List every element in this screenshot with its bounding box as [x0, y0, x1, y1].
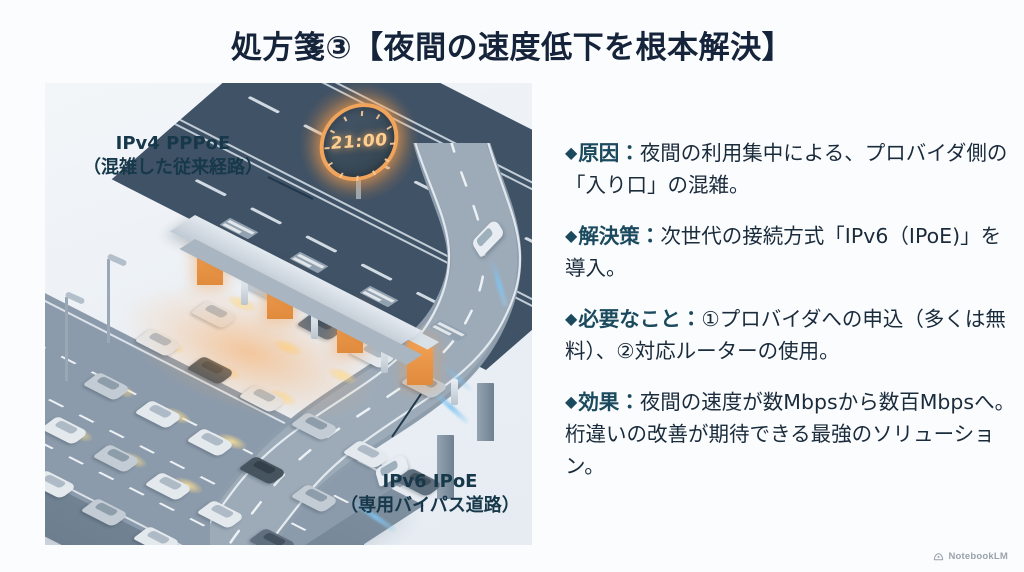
bullet-body: 夜間の利用集中による、プロバイダ側の「入り口」の混雑。 [565, 141, 1008, 197]
bullet-body: 夜間の速度が数Mbpsから数百Mbpsへ。桁違いの改善が期待できる最強のソリュー… [565, 389, 1016, 478]
bullet-separator: ： [619, 389, 640, 414]
bullet-list: ◆原因：夜間の利用集中による、プロバイダ側の「入り口」の混雑。 ◆解決策：次世代… [565, 138, 1017, 502]
diamond-bullet-icon: ◆ [565, 143, 578, 162]
bullet-item-cause: ◆原因：夜間の利用集中による、プロバイダ側の「入り口」の混雑。 [565, 138, 1017, 202]
clock-sign: 21:00 [298, 83, 420, 203]
label-ipv6-line1: IPv6 IPoE [382, 471, 478, 492]
bullet-label: 解決策 [578, 223, 640, 248]
bullet-body: 次世代の接続方式「IPv6（IPoE)」を導入。 [565, 223, 1002, 280]
notebooklm-label: NotebookLM [948, 551, 1008, 562]
notebooklm-icon [933, 551, 944, 562]
diamond-bullet-icon: ◆ [565, 225, 578, 245]
notebooklm-watermark: NotebookLM [933, 551, 1008, 562]
clock-post [356, 175, 361, 199]
street-lamp-pole [65, 297, 68, 381]
bullet-label: 原因 [578, 141, 620, 165]
bullet-separator: ： [680, 306, 702, 331]
bullet-separator: ： [639, 223, 661, 248]
illustration-panel: 21:00 [45, 83, 532, 545]
label-ipv4-line2: （混雑した従来経路） [83, 156, 263, 178]
bullet-item-effect: ◆効果：夜間の速度が数Mbpsから数百Mbpsへ。桁違いの改善が期待できる最強の… [565, 387, 1017, 483]
clock-time: 21:00 [329, 130, 389, 154]
lane-bollard [451, 379, 458, 405]
diamond-bullet-icon: ◆ [565, 391, 578, 411]
label-ipv6-line2: （専用バイパス道路） [340, 494, 520, 516]
bridge-pier [477, 383, 494, 441]
bullet-separator: ： [619, 141, 640, 165]
bullet-item-requirements: ◆必要なこと：①プロバイダへの申込（多くは無料）、②対応ルーターの使用。 [565, 304, 1017, 368]
bullet-item-solution: ◆解決策：次世代の接続方式「IPv6（IPoE)」を導入。 [565, 221, 1017, 285]
bullet-label: 必要なこと [578, 306, 681, 331]
page-title: 処方箋③【夜間の速度低下を根本解決】 [230, 30, 794, 66]
street-lamp-pole [107, 259, 110, 343]
bullet-label: 効果 [578, 389, 620, 414]
label-ipv4-line1: IPv4 PPPoE [115, 133, 231, 154]
diamond-bullet-icon: ◆ [565, 308, 578, 328]
bullet-body: ①プロバイダへの申込（多くは無料）、②対応ルーターの使用。 [565, 306, 1006, 363]
label-ipv6-ipoe: IPv6 IPoE （専用バイパス道路） [300, 470, 560, 518]
bridge-pier [437, 435, 454, 499]
label-ipv4-pppoe: IPv4 PPPoE （混雑した従来経路） [58, 132, 288, 180]
